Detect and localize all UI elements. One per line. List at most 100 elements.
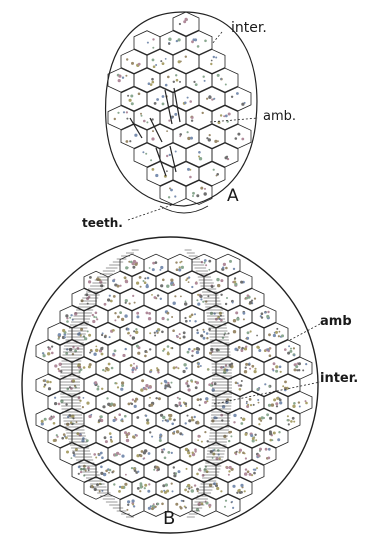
tubercle-dot — [210, 348, 213, 351]
tubercle-dot — [154, 102, 157, 105]
tubercle-dot — [293, 354, 295, 356]
tubercle-dot — [92, 314, 94, 316]
tubercle-dot — [178, 470, 181, 473]
tubercle-dot — [225, 156, 228, 159]
tubercle-dot — [187, 131, 189, 133]
tubercle-dot — [261, 316, 263, 318]
tubercle-dot — [180, 405, 182, 407]
tubercle-dot — [178, 402, 181, 405]
tubercle-dot — [254, 434, 256, 436]
tubercle-dot — [240, 417, 242, 419]
tubercle-dot — [196, 381, 199, 384]
tubercle-dot — [251, 365, 254, 368]
tubercle-dot — [179, 333, 181, 335]
tubercle-dot — [192, 419, 194, 421]
tubercle-dot — [109, 295, 111, 297]
tubercle-dot — [125, 75, 127, 77]
tubercle-dot — [80, 328, 83, 331]
tubercle-dot — [233, 330, 236, 333]
tubercle-dot — [258, 423, 260, 425]
tubercle-dot — [147, 42, 149, 44]
tubercle-dot — [84, 337, 87, 340]
tubercle-dot — [112, 353, 114, 355]
tubercle-dot — [147, 277, 150, 280]
tubercle-dot — [216, 487, 219, 490]
tubercle-dot — [110, 436, 112, 438]
tubercle-dot — [66, 451, 69, 454]
tubercle-dot — [145, 415, 147, 417]
tubercle-dot — [56, 434, 58, 436]
tubercle-dot — [296, 369, 298, 371]
tubercle-dot — [292, 417, 295, 420]
tubercle-dot — [160, 490, 163, 493]
tubercle-dot — [189, 315, 192, 318]
tubercle-dot — [87, 303, 89, 305]
tubercle-dot — [240, 281, 243, 284]
tubercle-dot — [96, 278, 99, 281]
tubercle-dot — [87, 330, 89, 332]
tubercle-dot — [136, 282, 139, 285]
tubercle-dot — [228, 431, 231, 434]
tubercle-dot — [204, 40, 207, 43]
tubercle-dot — [203, 337, 206, 340]
tubercle-dot — [225, 115, 228, 118]
tubercle-dot — [109, 432, 112, 435]
tubercle-dot — [247, 470, 250, 473]
tubercle-dot — [305, 363, 307, 365]
tubercle-dot — [187, 97, 189, 99]
tubercle-dot — [97, 388, 100, 391]
figure-b-test — [22, 237, 320, 533]
figure-b-inter-label: inter. — [320, 371, 358, 386]
tubercle-dot — [134, 400, 137, 403]
tubercle-dot — [284, 381, 287, 384]
tubercle-dot — [85, 293, 88, 296]
tubercle-dot — [191, 489, 194, 492]
tubercle-dot — [223, 263, 226, 266]
tubercle-dot — [144, 355, 147, 358]
tubercle-dot — [183, 20, 186, 23]
figure-b-amb-label: amb — [320, 314, 352, 329]
tubercle-dot — [266, 315, 269, 318]
tubercle-dot — [231, 501, 233, 503]
tubercle-dot — [169, 154, 171, 156]
tubercle-dot — [273, 432, 276, 435]
tubercle-dot — [197, 362, 200, 365]
tubercle-dot — [143, 457, 145, 459]
tubercle-dot — [165, 84, 168, 87]
tubercle-dot — [198, 503, 201, 506]
tubercle-dot — [197, 303, 200, 306]
tubercle-dot — [124, 483, 127, 486]
tubercle-dot — [287, 415, 289, 417]
tubercle-dot — [275, 365, 278, 368]
tubercle-dot — [184, 302, 187, 305]
tubercle-dot — [258, 418, 260, 420]
tubercle-dot — [69, 317, 71, 319]
tubercle-dot — [137, 352, 140, 355]
tubercle-dot — [125, 280, 128, 283]
tubercle-dot — [167, 384, 170, 387]
tubercle-dot — [160, 284, 163, 287]
tubercle-dot — [211, 285, 214, 288]
tubercle-dot — [161, 451, 164, 454]
tubercle-dot — [184, 102, 187, 105]
tubercle-dot — [186, 486, 188, 488]
tubercle-dot — [196, 488, 199, 491]
tubercle-dot — [138, 63, 141, 66]
tubercle-dot — [167, 312, 170, 315]
tubercle-dot — [281, 334, 284, 337]
tubercle-dot — [171, 483, 173, 485]
tubercle-dot — [114, 319, 116, 321]
figure-a-panel-letter: A — [227, 186, 239, 206]
tubercle-dot — [151, 294, 153, 296]
tubercle-dot — [148, 82, 151, 85]
tubercle-dot — [139, 490, 141, 492]
tubercle-dot — [126, 439, 129, 442]
tubercle-dot — [172, 329, 175, 332]
tubercle-dot — [208, 138, 211, 141]
tubercle-dot — [162, 317, 165, 320]
figure-a-teeth-leader — [128, 205, 172, 220]
tubercle-dot — [187, 451, 190, 454]
tubercle-dot — [257, 389, 259, 391]
tubercle-dot — [110, 300, 113, 303]
tubercle-dot — [221, 419, 223, 421]
